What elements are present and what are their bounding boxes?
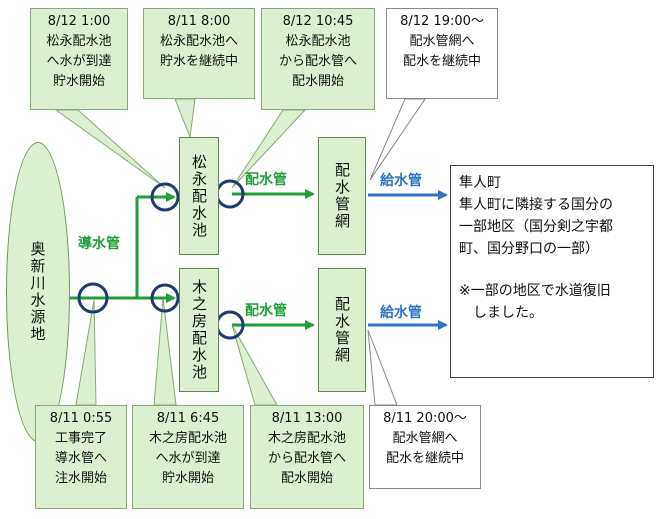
callout-pointer xyxy=(231,324,278,406)
callout-pointer xyxy=(54,109,166,189)
destination-area: 隼人町 隼人町に隣接する国分の 一部地区（国分剣之宇都 町、国分野口の一部） ※… xyxy=(450,165,654,378)
callout-kinobo-arrival: 8/11 6:45 木之房配水池 へ水が到達 貯水開始 xyxy=(132,405,244,509)
network-upper: 配水管網 xyxy=(318,137,366,255)
destination-line: 隼人町に隣接する国分の xyxy=(459,197,613,213)
callout-line: 配水開始 xyxy=(291,74,344,89)
destination-line: 隼人町 xyxy=(459,175,501,191)
callout-line: 配水を継続中 xyxy=(385,451,464,466)
callout-line: 8/11 6:45 xyxy=(156,411,220,426)
callout-line: 松永配水池 xyxy=(46,34,112,49)
callout-conduit-complete: 8/11 0:55 工事完了 導水管へ 注水開始 xyxy=(35,405,127,509)
callout-line: 貯水開始 xyxy=(52,74,105,89)
callout-line: 8/11 0:55 xyxy=(49,411,113,426)
callout-line: 木之房配水池 xyxy=(148,431,227,446)
callout-line: 8/12 1:00 xyxy=(47,14,111,29)
supply-label-upper: 給水管 xyxy=(380,173,422,189)
conduit-label: 導水管 xyxy=(78,236,120,252)
water-source-label: 奥新川水源地 xyxy=(28,241,47,343)
destination-note: しました。 xyxy=(473,305,543,321)
callout-kinobo-distribution: 8/11 13:00 木之房配水池 から配水管へ 配水開始 xyxy=(250,405,364,509)
status-circle xyxy=(150,283,180,313)
callout-line: 配水開始 xyxy=(280,471,333,486)
network-upper-label: 配水管網 xyxy=(333,162,351,230)
callout-pointer xyxy=(369,98,426,181)
status-circle xyxy=(150,182,180,212)
callout-matsunaga-storage: 8/11 8:00 松永配水池へ 貯水を継続中 xyxy=(143,8,255,99)
callout-line: 8/12 10:45 xyxy=(282,14,354,29)
callout-line: 注水開始 xyxy=(54,471,107,486)
network-lower: 配水管網 xyxy=(318,268,366,392)
callout-line: 配水管網へ xyxy=(409,34,475,49)
callout-pointer xyxy=(174,98,196,139)
kinobo-reservoir-label: 木之房配水池 xyxy=(190,279,208,381)
destination-line: 町、国分野口の一部） xyxy=(459,241,599,257)
callout-line: 貯水を継続中 xyxy=(159,54,238,69)
water-source: 奥新川水源地 xyxy=(6,142,70,442)
callout-pointer xyxy=(367,329,398,406)
callout-line: 木之房配水池 xyxy=(267,431,346,446)
network-lower-label: 配水管網 xyxy=(333,296,351,364)
distribution-label-upper: 配水管 xyxy=(245,172,287,188)
matsunaga-reservoir: 松永配水池 xyxy=(179,137,219,255)
callout-line: 8/11 8:00 xyxy=(167,14,231,29)
callout-network-lower: 8/11 20:00～ 配水管網へ 配水を継続中 xyxy=(369,405,481,489)
status-circle xyxy=(77,282,109,314)
callout-network-upper: 8/12 19:00～ 配水管網へ 配水を継続中 xyxy=(386,8,498,99)
distribution-label-lower: 配水管 xyxy=(245,303,287,319)
callout-matsunaga-distribution: 8/12 10:45 松永配水池 から配水管へ 配水開始 xyxy=(261,8,375,110)
callout-line: 配水管網へ xyxy=(392,431,458,446)
callout-line: 貯水開始 xyxy=(161,471,214,486)
callout-line: 工事完了 xyxy=(54,431,107,446)
callout-line: 8/11 20:00～ xyxy=(383,411,467,426)
callout-line: へ水が到達 xyxy=(46,54,112,69)
callout-pointer xyxy=(231,109,307,189)
callout-line: 8/12 19:00～ xyxy=(400,14,484,29)
callout-line: 配水を継続中 xyxy=(402,54,481,69)
matsunaga-reservoir-label: 松永配水池 xyxy=(190,153,208,239)
callout-pointer xyxy=(153,297,177,406)
callout-pointer xyxy=(75,299,97,406)
destination-line: 一部地区（国分剣之宇都 xyxy=(459,219,613,235)
callout-line: 松永配水池 xyxy=(285,34,351,49)
destination-note: ※一部の地区で水道復旧 xyxy=(459,283,611,299)
supply-label-lower: 給水管 xyxy=(380,305,422,321)
callout-line: から配水管へ xyxy=(278,54,357,69)
callout-line: 8/11 13:00 xyxy=(271,411,343,426)
kinobo-reservoir: 木之房配水池 xyxy=(179,268,219,392)
callout-line: から配水管へ xyxy=(267,451,346,466)
callout-line: 松永配水池へ xyxy=(159,34,238,49)
callout-matsunaga-arrival: 8/12 1:00 松永配水池 へ水が到達 貯水開始 xyxy=(30,8,128,110)
callout-line: へ水が到達 xyxy=(155,451,221,466)
callout-line: 導水管へ xyxy=(54,451,107,466)
